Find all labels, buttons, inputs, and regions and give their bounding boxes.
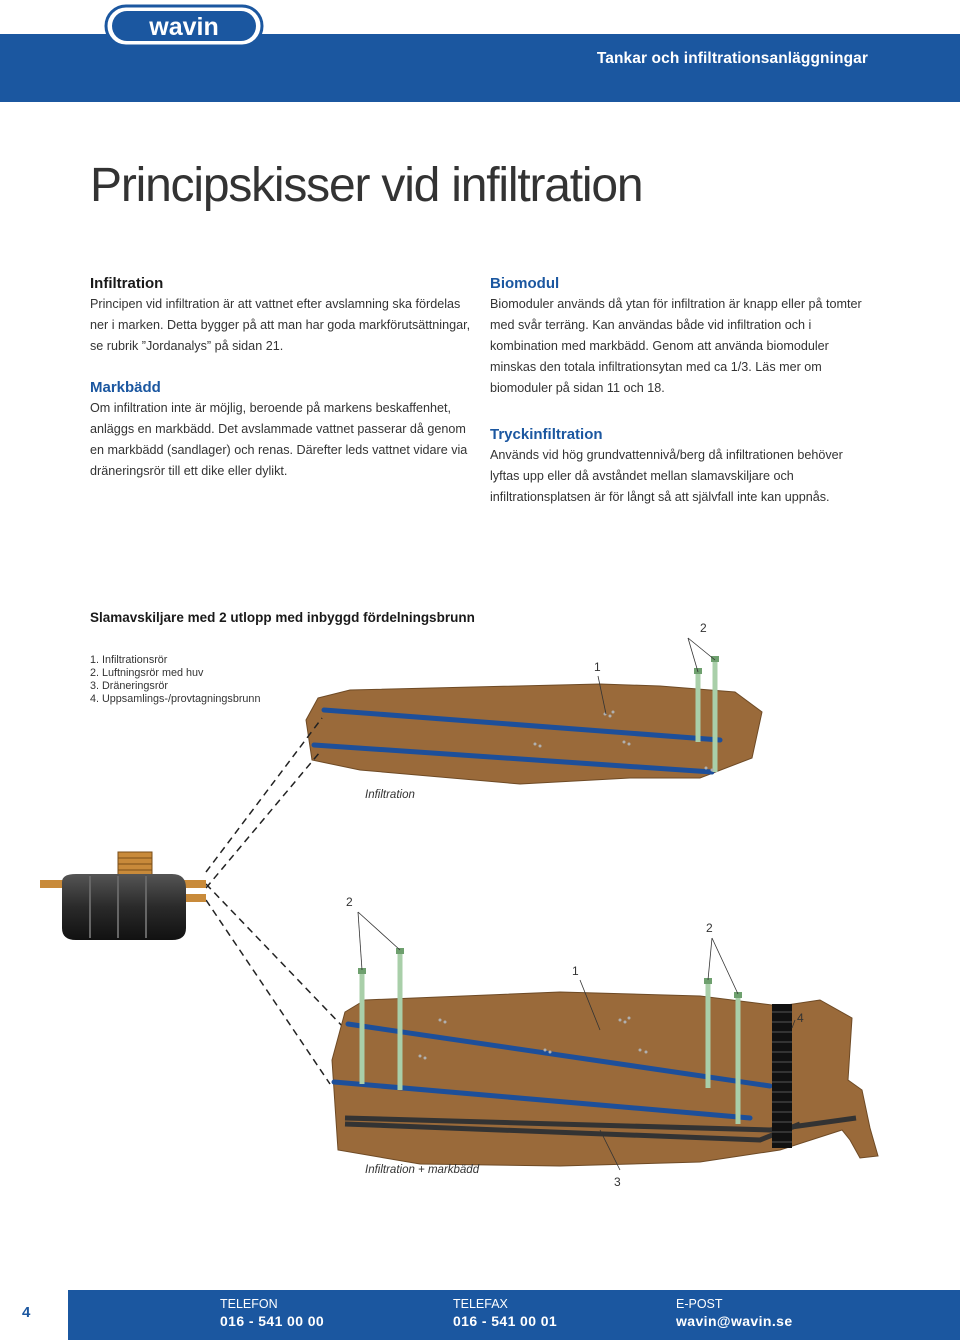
legend-item: 4. Uppsamlings-/provtagningsbrunn <box>90 693 261 705</box>
callout-2: 2 <box>700 621 707 635</box>
vent-cap <box>711 656 719 662</box>
soil-area-top <box>305 683 763 785</box>
legend-item: 1. Infiltrationsrör <box>90 654 168 666</box>
callout-4: 4 <box>797 1011 804 1025</box>
section-heading-tryckinfiltration: Tryckinfiltration <box>490 426 603 443</box>
phone-value: 016 - 541 00 00 <box>220 1313 325 1329</box>
legend-item: 2. Luftningsrör med huv <box>90 667 204 679</box>
page-number: 4 <box>22 1304 31 1321</box>
diagram-title: Slamavskiljare med 2 utlopp med inbyggd … <box>90 610 475 625</box>
footer-band <box>68 1290 960 1340</box>
caption-infiltration-markbadd: Infiltration + markbädd <box>365 1164 480 1176</box>
section-heading-markbadd: Markbädd <box>90 379 161 396</box>
email-label: E-POST <box>676 1297 723 1311</box>
wavin-logo: wavin <box>104 4 264 48</box>
callout-1: 1 <box>594 660 601 674</box>
footer: 4 TELEFON 016 - 541 00 00 TELEFAX 016 - … <box>0 1290 960 1340</box>
callout-2: 2 <box>346 895 353 909</box>
infiltration-pipe-top <box>311 742 715 775</box>
section-heading-biomodul: Biomodul <box>490 275 560 292</box>
footer-fax: TELEFAX 016 - 541 00 01 <box>453 1297 557 1330</box>
legend-item: 3. Dräneringsrör <box>90 680 169 692</box>
section-body-markbadd: Om infiltration inte är möjlig, beroende… <box>90 401 468 478</box>
callout-1: 1 <box>572 964 579 978</box>
page-title: Principskisser vid infiltration <box>90 159 644 212</box>
collection-well <box>772 1004 792 1148</box>
fax-label: TELEFAX <box>453 1297 508 1311</box>
callout-3: 3 <box>614 1175 621 1189</box>
infiltration-diagram: 2 1 2 2 1 4 3 Infiltration Infiltration … <box>40 621 879 1189</box>
section-body-tryckinfiltration: Används vid hög grundvattennivå/berg då … <box>490 448 843 504</box>
header-title: Tankar och infiltrationsanläggningar <box>596 50 868 67</box>
logo-text: wavin <box>148 13 218 41</box>
right-column: Biomodul Biomoduler används då ytan för … <box>490 274 875 508</box>
footer-email: E-POST wavin@wavin.se <box>676 1297 793 1330</box>
infiltration-pipe-top <box>321 707 723 743</box>
left-column: Infiltration Principen vid infiltration … <box>90 274 475 482</box>
caption-infiltration: Infiltration <box>365 789 415 801</box>
callout-2: 2 <box>706 921 713 935</box>
footer-phone: TELEFON 016 - 541 00 00 <box>220 1297 324 1330</box>
septic-tank <box>40 851 206 940</box>
section-body-infiltration: Principen vid infiltration är att vattne… <box>90 297 471 353</box>
phone-label: TELEFON <box>220 1297 278 1311</box>
fax-value: 016 - 541 00 01 <box>453 1313 558 1329</box>
diagram-legend: 1. Infiltrationsrör 2. Luftningsrör med … <box>90 654 260 706</box>
section-heading-infiltration: Infiltration <box>90 275 164 292</box>
section-body-biomodul: Biomoduler används då ytan för infiltrat… <box>490 297 862 395</box>
email-value[interactable]: wavin@wavin.se <box>676 1313 793 1329</box>
